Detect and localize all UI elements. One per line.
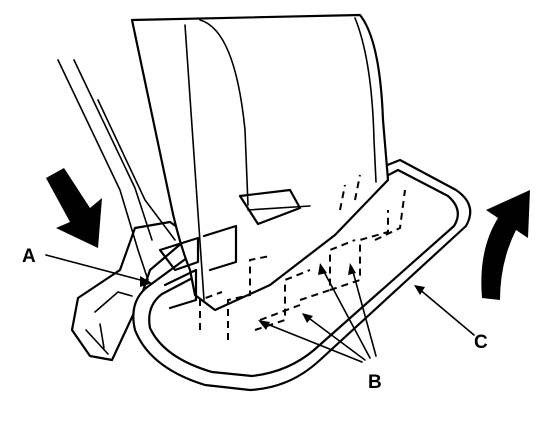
callout-a: A bbox=[22, 246, 36, 267]
rotate-arrow-icon bbox=[481, 190, 530, 300]
callout-c: C bbox=[474, 332, 488, 353]
callout-b: B bbox=[368, 372, 382, 393]
push-down-arrow-icon bbox=[46, 168, 102, 248]
pedal-arm bbox=[130, 13, 390, 312]
left-strap bbox=[57, 59, 176, 281]
leader-lines bbox=[45, 254, 475, 363]
mount-tabs bbox=[158, 188, 311, 310]
floor-mat bbox=[132, 158, 472, 392]
